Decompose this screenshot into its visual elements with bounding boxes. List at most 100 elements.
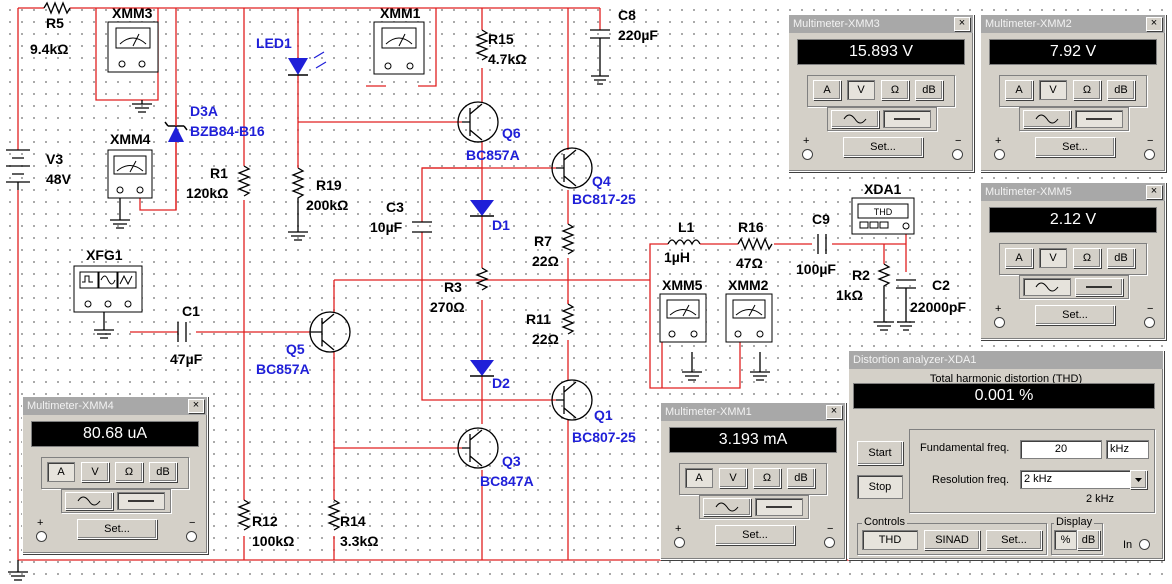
ac-wave-icon[interactable]: [831, 110, 879, 128]
plus-terminal[interactable]: [674, 537, 685, 548]
xmm4-wave-group: [61, 489, 171, 513]
xmm5-db-button[interactable]: dB: [1107, 248, 1135, 268]
xfg1-icon[interactable]: [73, 265, 143, 313]
xda1-label: XDA1: [864, 181, 902, 197]
r7-name: R7: [534, 233, 552, 249]
ac-wave-icon[interactable]: [1023, 278, 1071, 296]
xmm5-voltmeter-button[interactable]: V: [1039, 248, 1067, 268]
minus-terminal[interactable]: [1144, 317, 1155, 328]
xmm2-titlebar[interactable]: Multimeter-XMM2×: [981, 15, 1165, 33]
dc-line-icon[interactable]: [117, 492, 165, 510]
xmm4-ammeter-button[interactable]: A: [47, 462, 75, 482]
xmm4-set-button[interactable]: Set...: [77, 519, 157, 539]
xmm1-titlebar[interactable]: Multimeter-XMM1×: [661, 403, 845, 421]
xmm5-label: XMM5: [662, 277, 703, 293]
sinad-button[interactable]: SINAD: [924, 530, 980, 550]
xmm5-ohmmeter-button[interactable]: Ω: [1073, 248, 1101, 268]
xmm1-db-button[interactable]: dB: [787, 468, 815, 488]
xmm2-db-button[interactable]: dB: [1107, 80, 1135, 100]
xmm2-set-button[interactable]: Set...: [1035, 137, 1115, 157]
xmm3-label: XMM3: [112, 5, 153, 21]
chevron-down-icon[interactable]: [1130, 470, 1147, 489]
ac-wave-icon[interactable]: [65, 492, 113, 510]
in-terminal[interactable]: [1139, 539, 1150, 550]
xmm3-ohmmeter-button[interactable]: Ω: [881, 80, 909, 100]
r14-name: R14: [340, 513, 366, 529]
distortion-title: Distortion analyzer-XDA1: [853, 354, 977, 366]
plus-terminal[interactable]: [994, 317, 1005, 328]
q4-value: BC817-25: [572, 191, 636, 207]
component-symbols: [6, 1, 916, 581]
xmm3-icon[interactable]: [107, 21, 159, 73]
xmm3-panel[interactable]: Multimeter-XMM3× 15.893 V A V Ω dB Set..…: [788, 14, 974, 172]
xmm4-ohmmeter-button[interactable]: Ω: [115, 462, 143, 482]
dc-line-icon[interactable]: [755, 498, 803, 516]
xmm1-voltmeter-button[interactable]: V: [719, 468, 747, 488]
distortion-titlebar[interactable]: Distortion analyzer-XDA1: [849, 351, 1163, 369]
c8-value: 220µF: [618, 27, 658, 43]
resolution-freq-select[interactable]: 2 kHz: [1020, 470, 1131, 489]
stop-button[interactable]: Stop: [857, 475, 903, 499]
xmm2-icon[interactable]: [725, 293, 773, 343]
close-icon[interactable]: ×: [826, 405, 842, 419]
xmm1-icon[interactable]: [373, 21, 425, 75]
minus-terminal[interactable]: [1144, 149, 1155, 160]
display-label: Display: [1054, 516, 1095, 528]
xmm4-icon[interactable]: [107, 149, 153, 199]
settings-button[interactable]: Set...: [986, 530, 1042, 550]
minus-terminal[interactable]: [952, 149, 963, 160]
xmm5-titlebar[interactable]: Multimeter-XMM5×: [981, 183, 1165, 201]
r15-value: 4.7kΩ: [488, 51, 526, 67]
fundamental-freq-input[interactable]: 20: [1020, 440, 1102, 459]
close-icon[interactable]: ×: [188, 399, 204, 413]
c8-name: C8: [618, 7, 636, 23]
plus-terminal[interactable]: [36, 531, 47, 542]
dc-line-icon[interactable]: [1075, 110, 1123, 128]
xmm2-panel[interactable]: Multimeter-XMM2× 7.92 V A V Ω dB Set... …: [980, 14, 1166, 172]
xmm2-ammeter-button[interactable]: A: [1005, 80, 1033, 100]
xmm3-ammeter-button[interactable]: A: [813, 80, 841, 100]
xmm1-ohmmeter-button[interactable]: Ω: [753, 468, 781, 488]
close-icon[interactable]: ×: [1146, 185, 1162, 199]
xmm2-voltmeter-button[interactable]: V: [1039, 80, 1067, 100]
xmm5-ammeter-button[interactable]: A: [1005, 248, 1033, 268]
xmm2-ohmmeter-button[interactable]: Ω: [1073, 80, 1101, 100]
minus-terminal[interactable]: [186, 531, 197, 542]
r19-name: R19: [316, 177, 342, 193]
xmm3-set-button[interactable]: Set...: [843, 137, 923, 157]
plus-terminal[interactable]: [802, 149, 813, 160]
dc-line-icon[interactable]: [883, 110, 931, 128]
xmm3-voltmeter-button[interactable]: V: [847, 80, 875, 100]
xfg1-label: XFG1: [86, 247, 123, 263]
xmm3-titlebar[interactable]: Multimeter-XMM3×: [789, 15, 973, 33]
c1-name: C1: [182, 303, 200, 319]
xda1-icon[interactable]: THD: [851, 197, 915, 235]
close-icon[interactable]: ×: [954, 17, 970, 31]
d2-label: D2: [492, 375, 510, 391]
minus-terminal[interactable]: [824, 537, 835, 548]
xmm3-db-button[interactable]: dB: [915, 80, 943, 100]
xmm5-icon[interactable]: [659, 293, 707, 343]
distortion-analyzer-panel[interactable]: Distortion analyzer-XDA1 Total harmonic …: [848, 350, 1164, 560]
xmm5-set-button[interactable]: Set...: [1035, 305, 1115, 325]
xmm5-panel[interactable]: Multimeter-XMM5× 2.12 V A V Ω dB Set... …: [980, 182, 1166, 340]
ac-wave-icon[interactable]: [1023, 110, 1071, 128]
xmm1-ammeter-button[interactable]: A: [685, 468, 713, 488]
q1-value: BC807-25: [572, 429, 636, 445]
plus-terminal[interactable]: [994, 149, 1005, 160]
xmm4-titlebar[interactable]: Multimeter-XMM4×: [23, 397, 207, 415]
xmm4-db-button[interactable]: dB: [149, 462, 177, 482]
xmm1-set-button[interactable]: Set...: [715, 525, 795, 545]
xmm4-panel[interactable]: Multimeter-XMM4× 80.68 uA A V Ω dB Set..…: [22, 396, 208, 554]
thd-button[interactable]: THD: [862, 530, 918, 550]
dc-line-icon[interactable]: [1075, 278, 1123, 296]
xmm4-voltmeter-button[interactable]: V: [81, 462, 109, 482]
start-button[interactable]: Start: [857, 441, 903, 465]
ac-wave-icon[interactable]: [703, 498, 751, 516]
percent-button[interactable]: %: [1054, 530, 1077, 550]
fundamental-unit-input[interactable]: kHz: [1106, 440, 1149, 459]
close-icon[interactable]: ×: [1146, 17, 1162, 31]
db-display-button[interactable]: dB: [1077, 530, 1100, 550]
xmm1-panel[interactable]: Multimeter-XMM1× 3.193 mA A V Ω dB Set..…: [660, 402, 846, 560]
